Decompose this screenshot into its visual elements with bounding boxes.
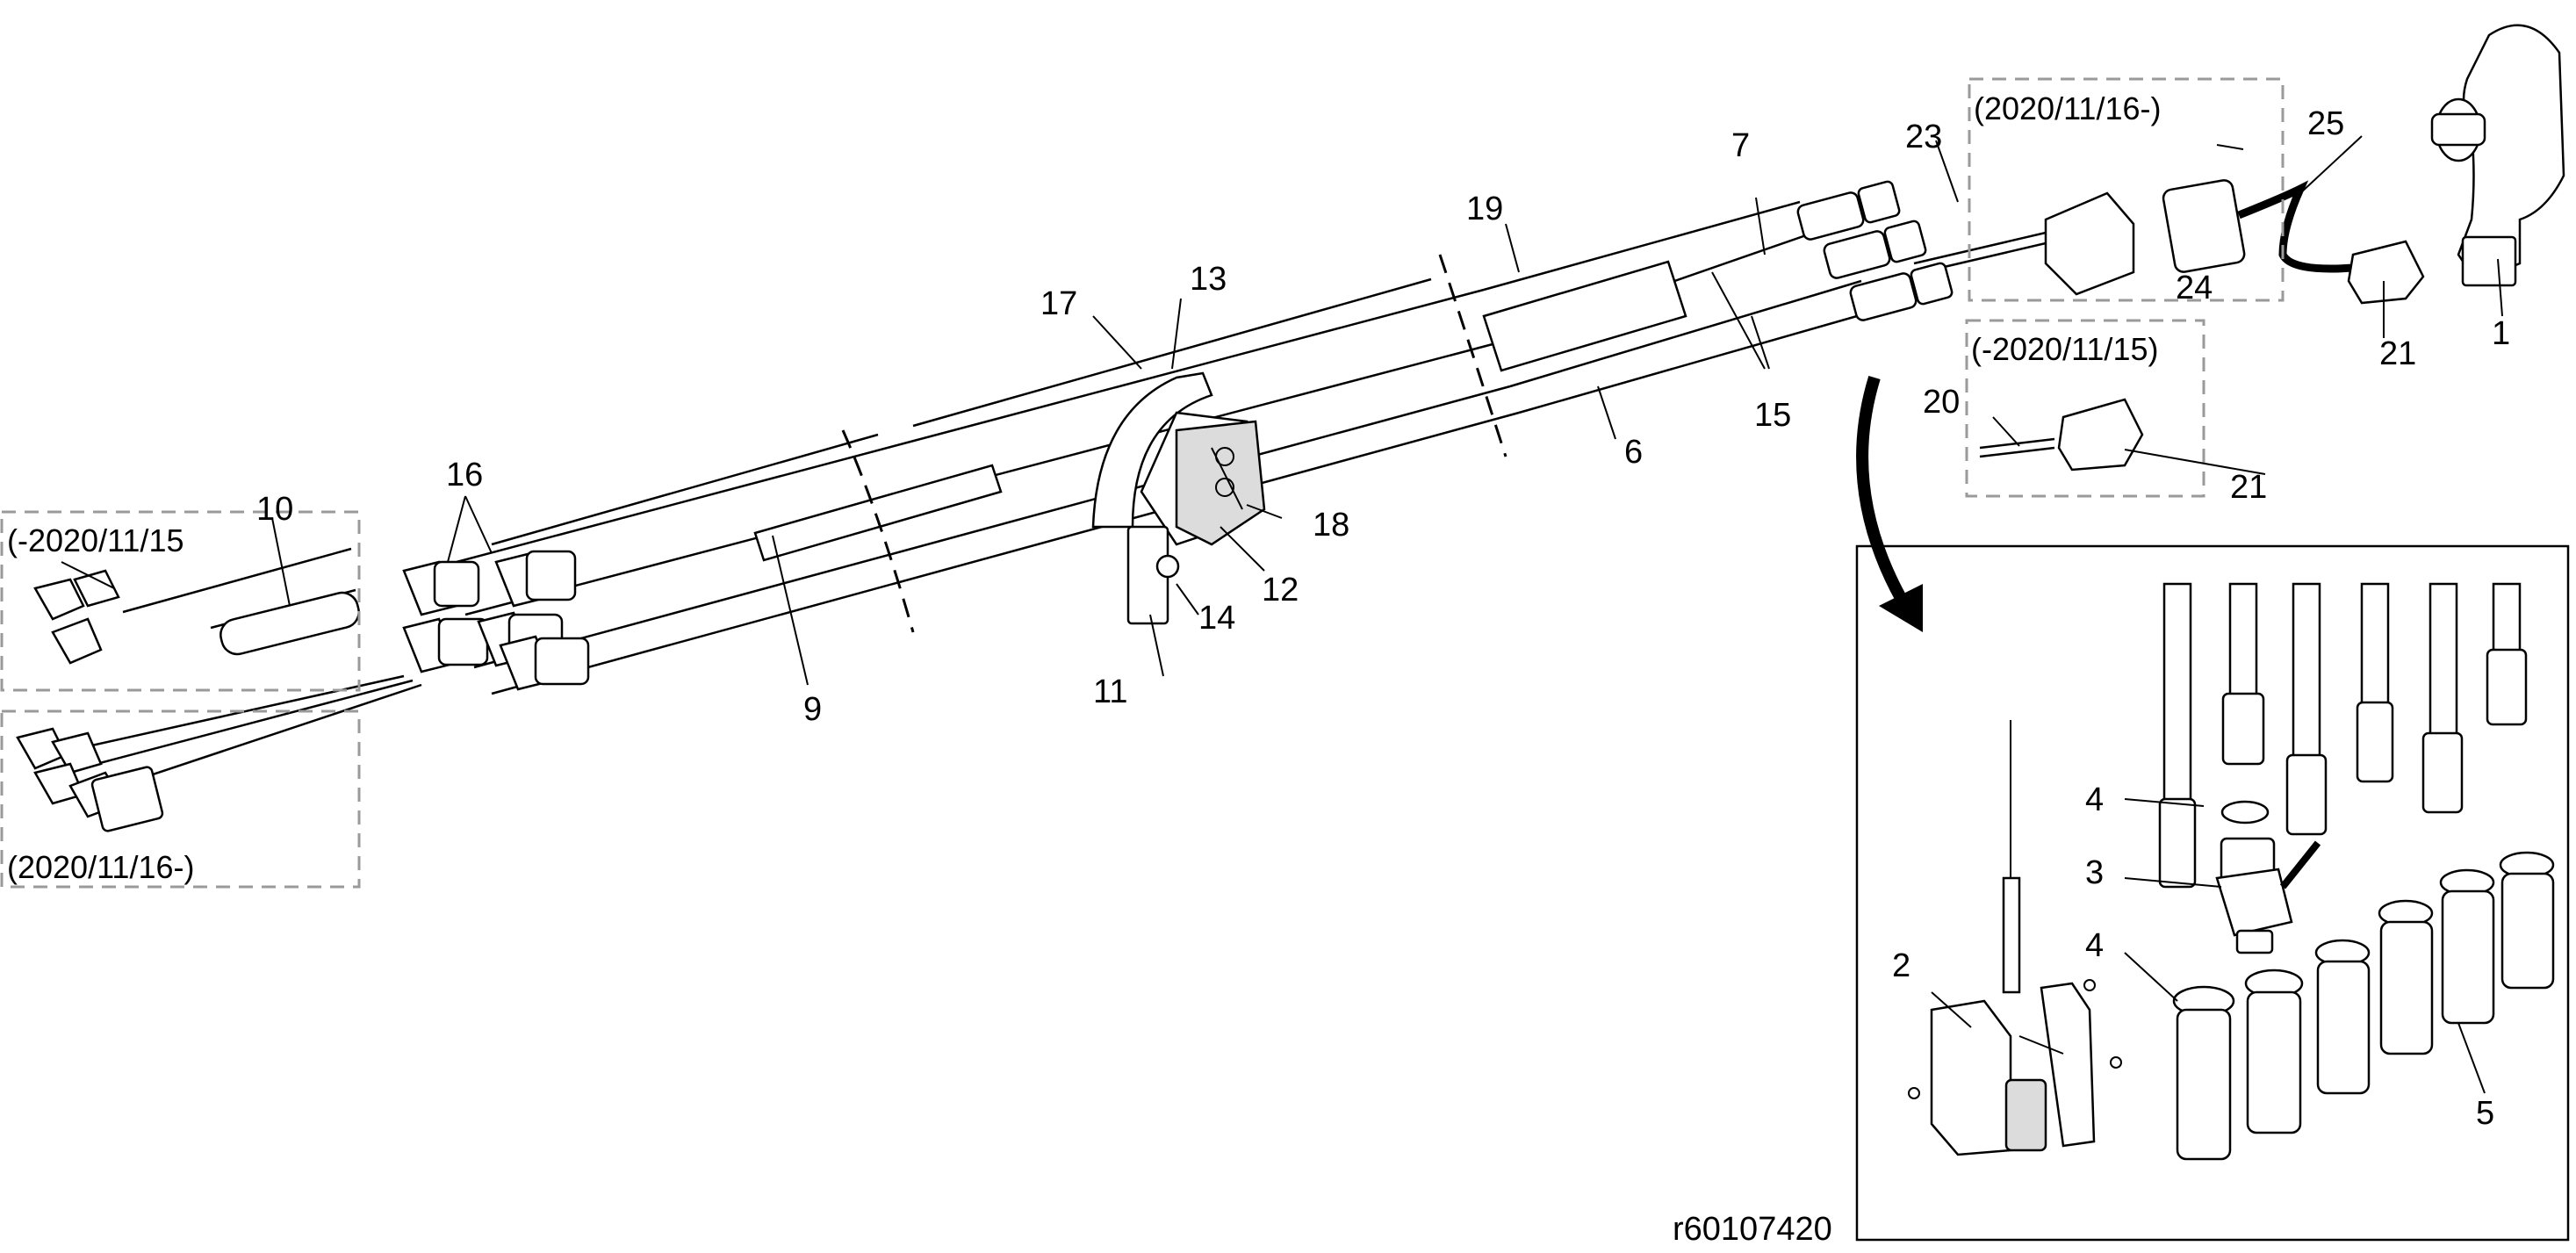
inset-frame — [1855, 544, 2570, 1242]
callout-20: 20 — [1923, 384, 1960, 421]
connector-2 — [1908, 720, 2122, 1156]
callout-21b: 21 — [2230, 469, 2267, 506]
inset-hoses — [2162, 582, 2522, 805]
note-after-right: (2020/11/16-) — [1974, 90, 2161, 126]
callout-5: 5 — [2476, 1095, 2494, 1132]
hose-bundle — [456, 200, 2073, 695]
callout-9: 9 — [803, 691, 822, 728]
note-before-left: (-2020/11/15 — [7, 522, 183, 558]
callout-4a: 4 — [2085, 781, 2104, 818]
callout-4b: 4 — [2085, 927, 2104, 964]
detail-arrow — [1856, 375, 1923, 632]
reference-code: r60107420 — [1673, 1211, 1832, 1248]
left-harness — [16, 547, 422, 832]
connectors-before — [1979, 398, 2144, 472]
callout-16: 16 — [446, 457, 483, 493]
callout-13: 13 — [1190, 261, 1227, 298]
callout-19: 19 — [1466, 191, 1503, 227]
labels: (2020/11/16-) (-2020/11/15) (-2020/11/15… — [7, 90, 2510, 1248]
callout-25: 25 — [2307, 105, 2344, 142]
couplers-5 — [2172, 851, 2555, 1161]
callout-11: 11 — [1093, 673, 1127, 710]
callout-24: 24 — [2176, 270, 2213, 306]
callout-23: 23 — [1905, 119, 1942, 155]
after-date-box-right — [1968, 77, 2285, 302]
callout-1: 1 — [2492, 315, 2510, 352]
note-before-right: (-2020/11/15) — [1971, 331, 2158, 367]
callout-3: 3 — [2085, 854, 2104, 891]
callout-10: 10 — [256, 491, 293, 528]
hose-fittings-right — [1796, 180, 1954, 321]
callout-2: 2 — [1892, 947, 1910, 984]
valve-3 — [2215, 800, 2321, 954]
hose-fittings-left — [402, 550, 590, 691]
callout-12: 12 — [1262, 572, 1299, 608]
inset-hose-ends — [2158, 648, 2528, 889]
leader-lines — [271, 135, 2503, 1094]
callout-21a: 21 — [2379, 335, 2416, 372]
callout-18: 18 — [1313, 507, 1349, 544]
callout-7: 7 — [1731, 127, 1750, 164]
callout-15: 15 — [1754, 397, 1791, 434]
after-date-box-left — [0, 709, 361, 889]
callout-6: 6 — [1624, 434, 1643, 471]
callout-14: 14 — [1198, 600, 1235, 637]
connector-1 — [2430, 24, 2565, 287]
before-date-box-right — [1965, 319, 2205, 498]
before-date-box-left — [0, 510, 361, 692]
callout-17: 17 — [1040, 285, 1077, 322]
note-after-left: (2020/11/16-) — [7, 849, 194, 885]
connectors-after — [2044, 179, 2425, 305]
detail-inset — [1855, 544, 2570, 1242]
mounting-bracket — [1091, 371, 1266, 625]
